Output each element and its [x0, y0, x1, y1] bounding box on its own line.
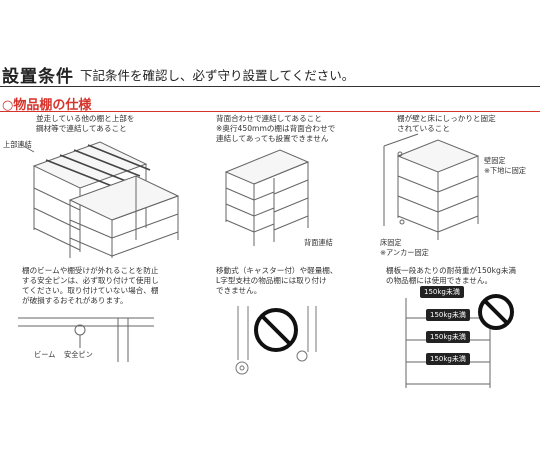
- panel-3-label-wall-fix: 壁固定: [484, 156, 506, 165]
- prohibited-icon: [478, 294, 514, 330]
- panel-3-caption: 棚が壁と床にしっかりと固定 されていること: [397, 114, 496, 133]
- illustration-back-to-back-shelves: [224, 149, 310, 246]
- illustration-load-capacity-shelf: [405, 294, 514, 388]
- panel-4-label-beam: ビーム: [34, 350, 56, 359]
- panel-6-caption: 棚板一段あたりの耐荷重が150kg未満 の物品棚には使用できません。: [386, 266, 517, 285]
- load-badge-2: 150kg未満: [426, 309, 470, 321]
- panel-1-label-top-connection: 上部連結: [3, 140, 32, 149]
- illustration-wall-floor-fixed-shelf: [383, 133, 480, 240]
- panel-3-label-floor-note: ※アンカー固定: [380, 248, 429, 257]
- panel-2-caption: 背面合わせで連結してあること ※奥行450mmの棚は背面合わせで 連結してあって…: [216, 114, 336, 143]
- panel-3-label-wall-note: ※下地に固定: [484, 166, 526, 175]
- prohibited-icon: [254, 308, 298, 352]
- section-divider: [0, 111, 540, 112]
- panel-2-label-back-connection: 背面連結: [304, 238, 333, 247]
- illustration-top-connected-shelves: [19, 141, 180, 258]
- load-badge-1: 150kg未満: [420, 286, 464, 298]
- panel-5-caption: 移動式（キャスター付）や軽量棚、 L字型支柱の物品棚には取り付け できません。: [216, 266, 338, 295]
- section-title: ○物品棚の仕様: [2, 98, 92, 113]
- header-divider: [0, 86, 540, 87]
- page-title: 設置条件: [2, 67, 74, 87]
- panel-4-label-safety-pin: 安全ピン: [64, 350, 93, 359]
- page-subtitle: 下記条件を確認し、必ず守り設置してください。: [80, 68, 355, 83]
- panel-3-label-floor-fix: 床固定: [380, 238, 402, 247]
- illustration-safety-pin-beam: [18, 317, 154, 362]
- load-badge-3: 150kg未満: [426, 331, 470, 343]
- panel-4-caption: 棚のビームや棚受けが外れることを防止 する安全ピンは、必ず取り付けて使用し てく…: [22, 266, 159, 305]
- illustration-caster-lightweight-rack: [235, 306, 317, 375]
- panel-1-caption: 並走している他の棚と上部を 鋼材等で連結してあること: [36, 114, 135, 133]
- load-badge-4: 150kg未満: [426, 353, 470, 365]
